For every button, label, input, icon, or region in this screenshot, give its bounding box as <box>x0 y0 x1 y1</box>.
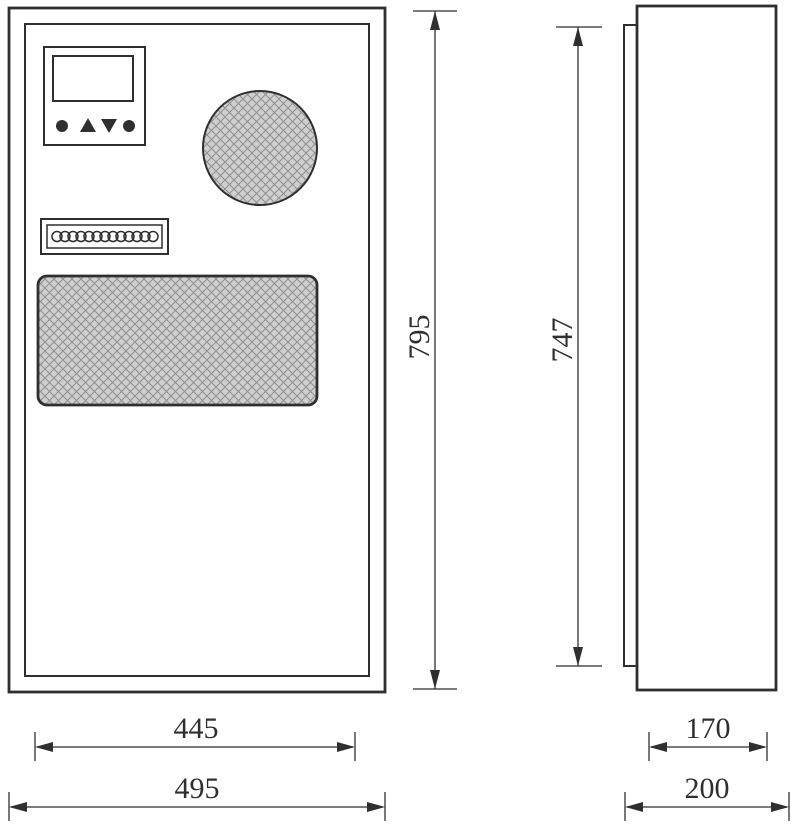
dim-label-front-width-overall: 495 <box>175 772 220 805</box>
arrowhead-left-icon <box>649 742 667 752</box>
arrowhead-right-icon <box>749 742 767 752</box>
arrowhead-down-icon <box>430 670 440 689</box>
dimension-front-height: 795 <box>403 10 457 690</box>
arrowhead-right-icon <box>337 742 355 752</box>
dim-label-door-height: 747 <box>546 318 579 363</box>
front-view <box>7 6 387 694</box>
side-body <box>635 4 778 692</box>
control-display-screen <box>52 55 134 102</box>
control-left-dot-icon <box>56 120 68 132</box>
side-door-flange <box>623 24 637 667</box>
dim-label-side-depth-overall: 200 <box>685 772 730 805</box>
arrowhead-right-icon <box>771 802 789 812</box>
round-mesh-vent <box>202 90 318 206</box>
louver-outer-frame <box>40 218 169 255</box>
down-arrow-icon <box>101 119 117 133</box>
louver-inner-frame <box>46 224 163 249</box>
arrowhead-down-icon <box>573 647 583 666</box>
dim-label-front-height: 795 <box>403 315 436 360</box>
arrowhead-left-icon <box>625 802 643 812</box>
control-panel <box>43 46 146 146</box>
arrowhead-left-icon <box>9 802 27 812</box>
front-inner-frame <box>24 23 370 677</box>
arrowhead-left-icon <box>35 742 53 752</box>
dimension-front-width-overall: 495 <box>8 772 386 821</box>
side-view <box>623 4 778 692</box>
louver-vent <box>40 218 169 255</box>
arrowhead-up-icon <box>573 27 583 46</box>
up-arrow-icon <box>80 118 96 132</box>
dimension-door-height: 747 <box>546 26 602 667</box>
dimension-side-depth-overall: 200 <box>624 772 790 821</box>
louver-coil <box>51 230 159 243</box>
dim-label-side-depth-inner: 170 <box>686 712 731 745</box>
rect-mesh-vent <box>36 274 319 407</box>
dimension-side-depth-inner: 170 <box>648 712 768 761</box>
dim-label-front-width-inner: 445 <box>174 712 219 745</box>
arrowhead-right-icon <box>367 802 385 812</box>
control-panel-frame <box>43 46 146 146</box>
control-right-dot-icon <box>123 120 135 132</box>
front-outer-frame <box>7 6 387 694</box>
arrowhead-up-icon <box>430 11 440 30</box>
dimension-front-width-inner: 445 <box>34 712 356 761</box>
